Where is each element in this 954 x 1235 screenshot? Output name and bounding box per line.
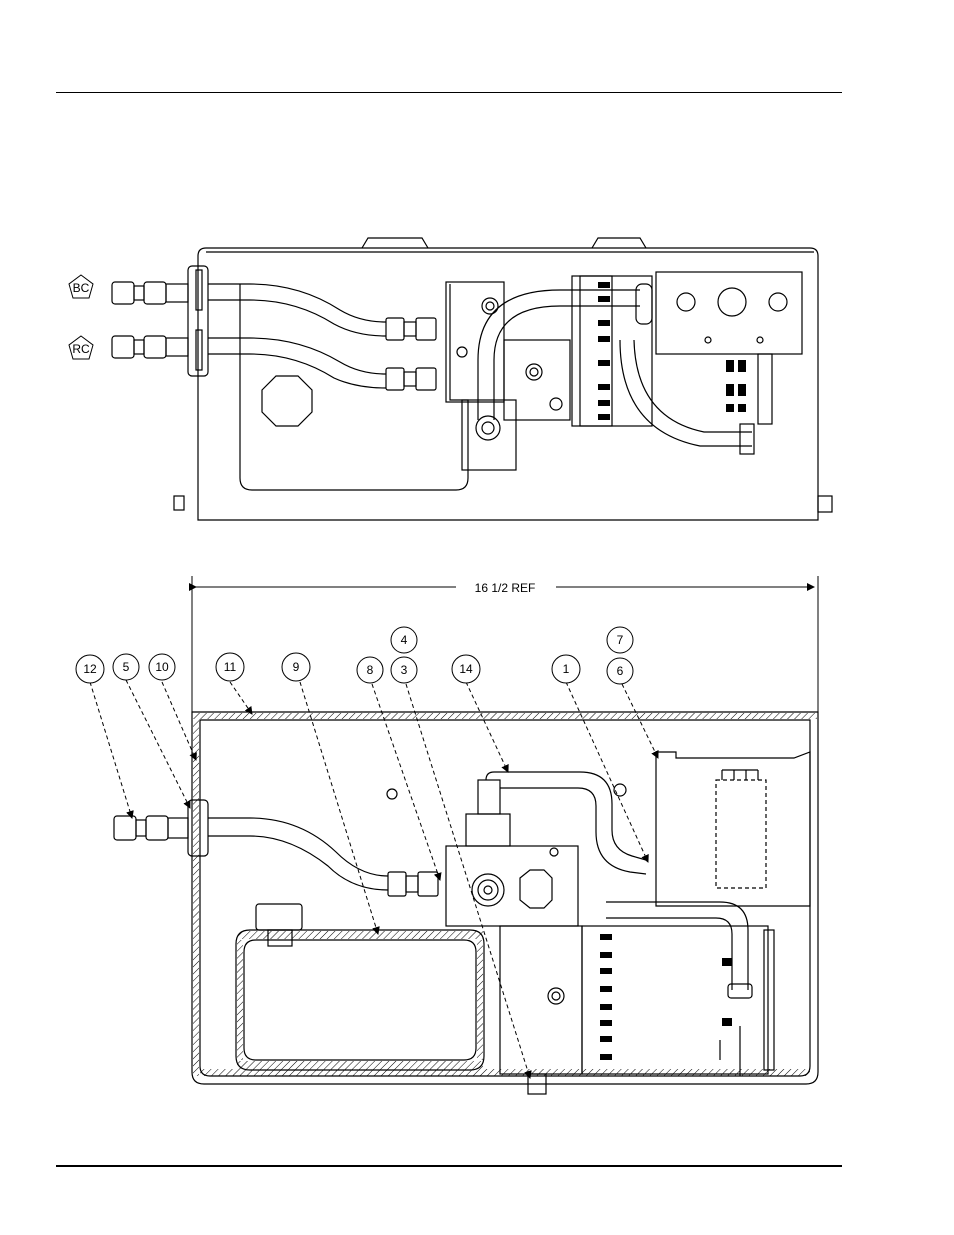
- svg-text:5: 5: [123, 660, 130, 674]
- bottom-electrical-box: [656, 752, 810, 906]
- top-foot-left: [174, 496, 184, 510]
- top-knockout-left: [362, 238, 428, 248]
- svg-text:9: 9: [293, 660, 300, 674]
- dimension-line: [192, 576, 818, 712]
- reservoir-cap: [256, 904, 302, 930]
- svg-text:11: 11: [224, 660, 237, 674]
- callout-5: 5: [113, 654, 139, 680]
- callout-7: 7: [607, 627, 633, 653]
- top-fitting-rc: [112, 336, 188, 358]
- leader-lines: [90, 680, 658, 1078]
- top-hose-bc: [208, 284, 386, 322]
- svg-text:6: 6: [617, 664, 624, 678]
- callout-8: 8: [357, 657, 383, 683]
- top-knockout-right: [592, 238, 646, 248]
- svg-text:10: 10: [155, 660, 169, 674]
- callout-6: 6: [607, 658, 633, 684]
- callout-9: 9: [282, 653, 310, 681]
- svg-text:4: 4: [401, 633, 408, 647]
- svg-text:BC: BC: [73, 281, 90, 295]
- svg-text:12: 12: [83, 662, 97, 676]
- bottom-pump-body: [500, 926, 582, 1074]
- callout-4: 4: [391, 627, 417, 653]
- bottom-enclosure: [192, 712, 818, 1084]
- port-label-bc: BC: [69, 275, 93, 298]
- top-foot-right: [818, 496, 832, 512]
- port-label-rc: RC: [69, 336, 93, 359]
- svg-text:3: 3: [401, 663, 408, 677]
- top-view: [112, 238, 832, 520]
- svg-text:14: 14: [459, 662, 473, 676]
- svg-text:1: 1: [563, 662, 570, 676]
- top-reservoir: [240, 284, 468, 490]
- bottom-view: [114, 712, 818, 1094]
- callout-14: 14: [452, 655, 480, 683]
- bottom-valve-block: [446, 846, 578, 926]
- top-hose-rc: [208, 338, 386, 374]
- top-electrical-box: [656, 272, 802, 354]
- top-reservoir-plug: [262, 376, 312, 426]
- callout-3: 3: [391, 657, 417, 683]
- top-fitting-bc: [112, 282, 188, 304]
- svg-text:RC: RC: [72, 342, 90, 356]
- callout-12: 12: [76, 655, 104, 683]
- dimension-label: 16 1/2 REF: [475, 581, 536, 595]
- svg-text:8: 8: [367, 663, 374, 677]
- callout-1: 1: [552, 655, 580, 683]
- bottom-fitting: [114, 816, 188, 840]
- svg-text:7: 7: [617, 633, 624, 647]
- callout-10: 10: [149, 654, 175, 680]
- callout-11: 11: [216, 653, 244, 681]
- bottom-reservoir: [236, 930, 484, 1070]
